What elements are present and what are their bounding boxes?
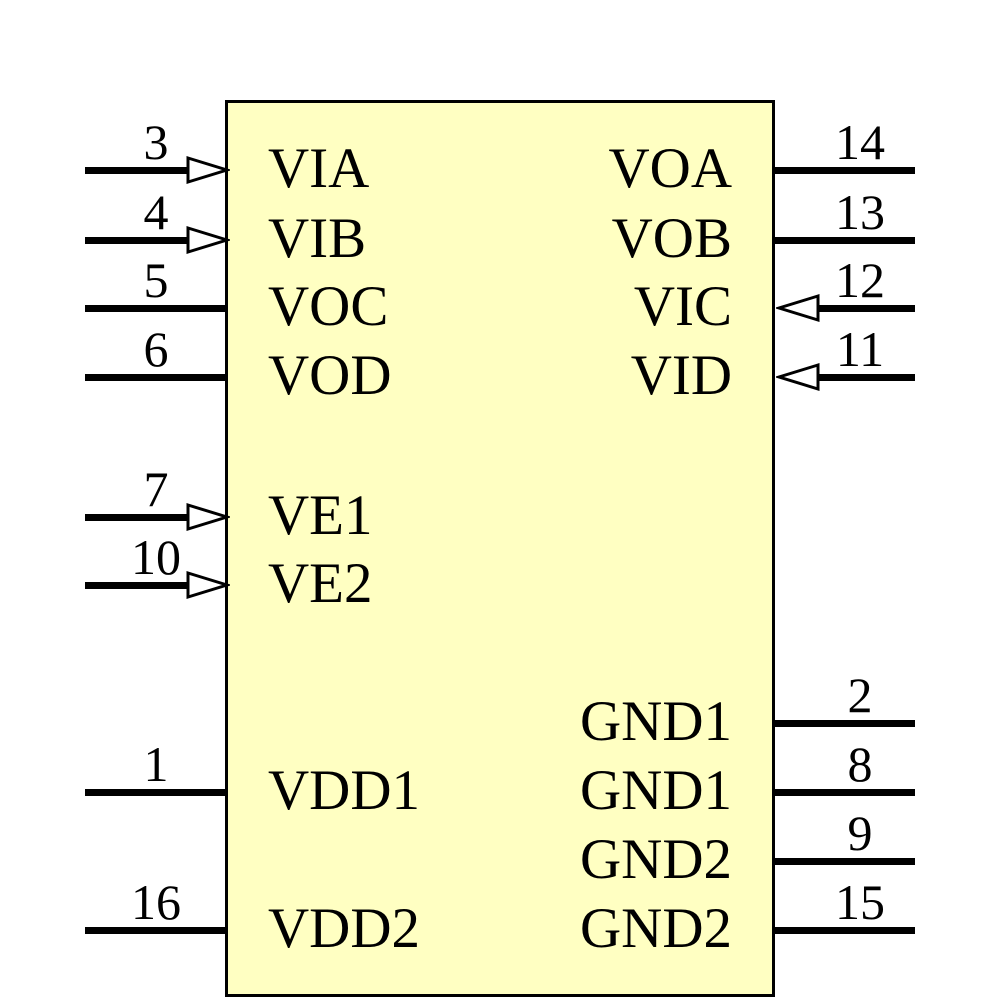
pin-wire[interactable] xyxy=(85,927,227,934)
pin-label: VIA xyxy=(268,137,370,200)
pin-label: GND2 xyxy=(580,828,732,891)
pin-wire[interactable] xyxy=(85,374,227,381)
pin-wire[interactable] xyxy=(85,167,191,174)
pin-wire[interactable] xyxy=(816,305,915,312)
pin-number: 1 xyxy=(143,736,169,792)
input-arrow-icon xyxy=(186,502,230,532)
pin-number: 15 xyxy=(835,874,885,930)
pin-number: 6 xyxy=(143,321,169,377)
pin-label: VIB xyxy=(268,207,367,270)
pin-number: 8 xyxy=(847,736,873,792)
pin-wire[interactable] xyxy=(85,237,191,244)
pin-wire[interactable] xyxy=(773,167,915,174)
pin-number: 5 xyxy=(143,252,169,308)
pin-wire[interactable] xyxy=(816,374,915,381)
pin-label: VE2 xyxy=(268,552,373,615)
pin-wire[interactable] xyxy=(773,858,915,865)
input-arrow-icon xyxy=(776,362,820,392)
input-arrow-icon xyxy=(186,570,230,600)
input-arrow-icon xyxy=(776,293,820,323)
pin-label: VIC xyxy=(633,275,732,338)
pin-wire[interactable] xyxy=(773,237,915,244)
pin-label: VE1 xyxy=(268,484,373,547)
pin-label: VDD1 xyxy=(268,759,420,822)
pin-label: VOD xyxy=(268,344,392,407)
pin-wire[interactable] xyxy=(773,789,915,796)
pin-label: GND1 xyxy=(580,759,732,822)
pin-number: 14 xyxy=(835,114,885,170)
pin-wire[interactable] xyxy=(85,514,191,521)
pin-number: 3 xyxy=(143,114,169,170)
pin-label: VID xyxy=(630,344,732,407)
pin-number: 7 xyxy=(143,461,169,517)
pin-label: VDD2 xyxy=(268,897,420,960)
pin-wire[interactable] xyxy=(85,789,227,796)
pin-label: VOA xyxy=(608,137,733,200)
pin-label: VOB xyxy=(611,207,732,270)
pin-number: 11 xyxy=(835,321,885,377)
pin-wire[interactable] xyxy=(85,305,227,312)
input-arrow-icon xyxy=(186,155,230,185)
pin-label: GND2 xyxy=(580,897,732,960)
pin-number: 16 xyxy=(131,874,181,930)
pin-number: 12 xyxy=(835,252,885,308)
pin-wire[interactable] xyxy=(773,720,915,727)
pin-number: 4 xyxy=(143,184,169,240)
pin-wire[interactable] xyxy=(85,582,191,589)
input-arrow-icon xyxy=(186,225,230,255)
pin-label: VOC xyxy=(268,275,389,338)
pin-number: 2 xyxy=(847,667,873,723)
pin-wire[interactable] xyxy=(773,927,915,934)
pin-number: 10 xyxy=(131,529,181,585)
ic-body xyxy=(225,100,775,997)
pin-number: 9 xyxy=(847,805,873,861)
pin-number: 13 xyxy=(835,184,885,240)
pin-label: GND1 xyxy=(580,690,732,753)
